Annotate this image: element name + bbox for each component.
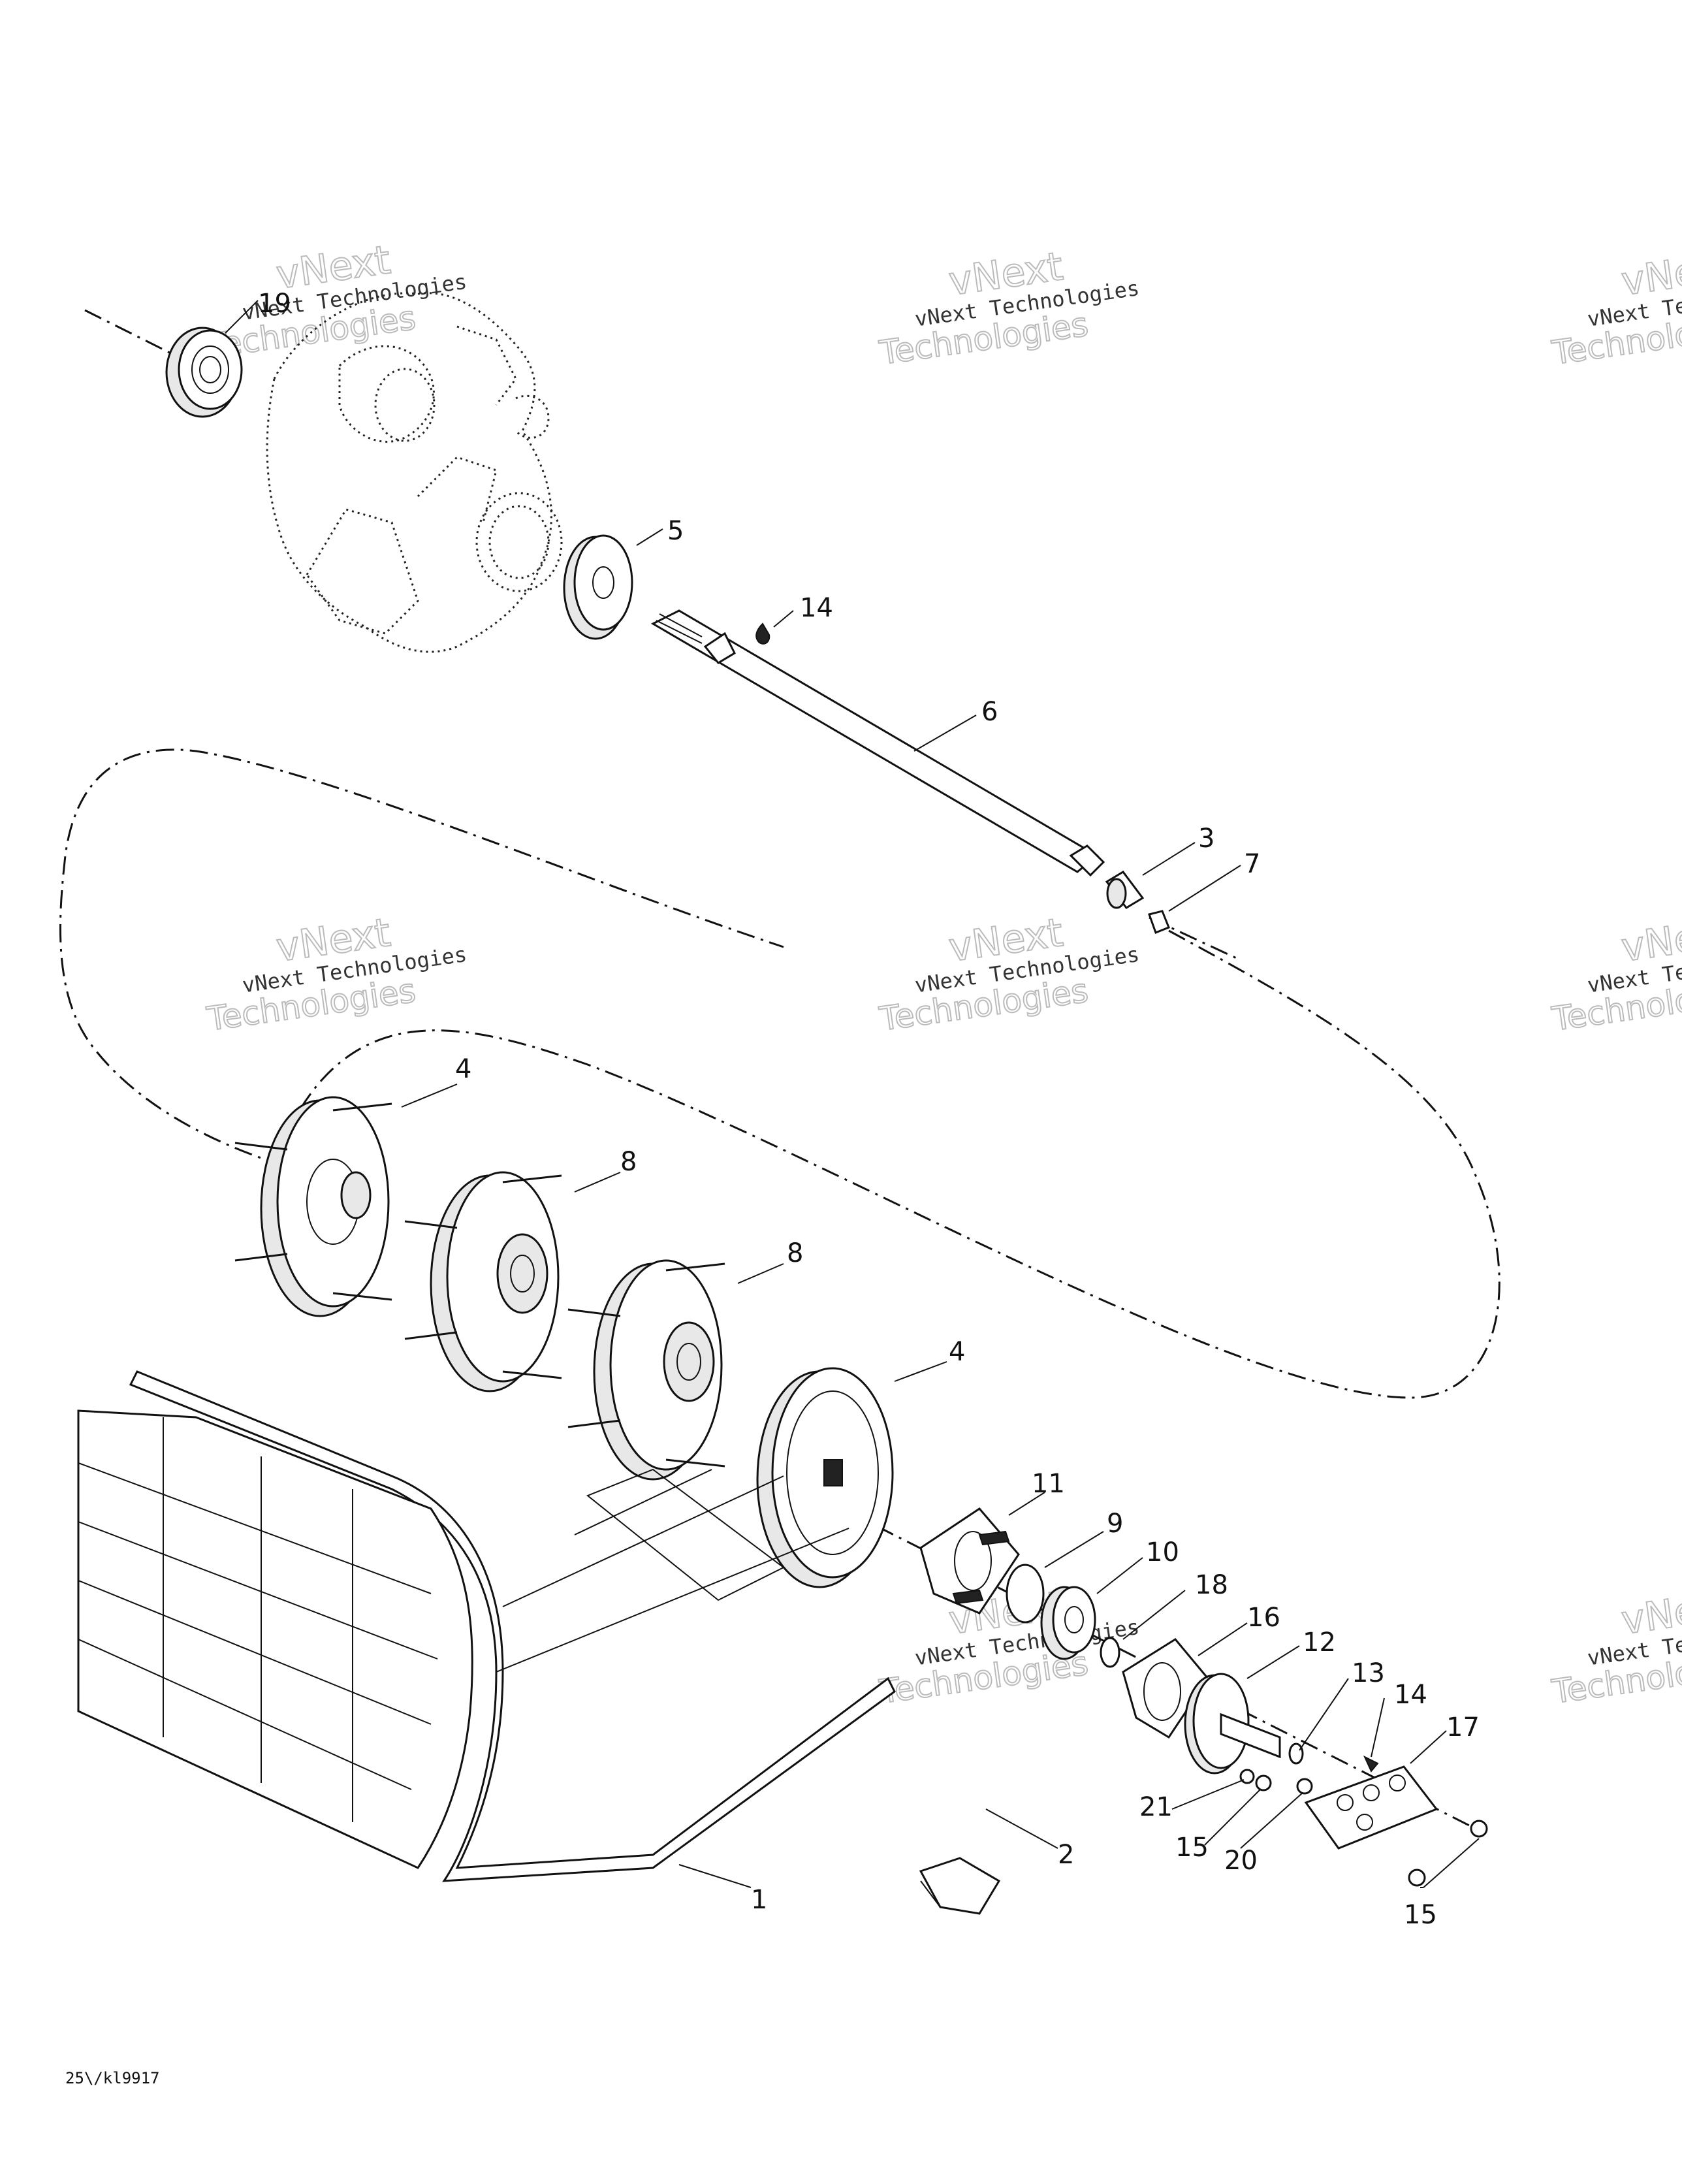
callout-18: 18 [1195, 1570, 1228, 1600]
callout-15: 15 [1404, 1900, 1437, 1930]
track-1 [77, 1370, 896, 1882]
callout-16: 16 [1247, 1603, 1280, 1633]
sprocket-8-first [404, 1171, 562, 1392]
leader-lines [225, 300, 1480, 1888]
watermark: vNext vNext Technologies Technologies [1549, 909, 1682, 1039]
callout-8: 8 [787, 1238, 803, 1268]
watermark: vNext vNext Technologies Technologies [1549, 1582, 1682, 1712]
drawing-id: 25\/kl9917 [65, 2069, 160, 2087]
nut-15-bottom [1408, 1869, 1426, 1887]
bearing-19 [165, 327, 243, 418]
callout-4: 4 [455, 1054, 471, 1084]
nut-13 [1288, 1742, 1304, 1765]
callout-2: 2 [1058, 1840, 1074, 1870]
nut-15-left [1255, 1774, 1272, 1791]
callout-19: 19 [258, 289, 291, 319]
plate-11 [919, 1507, 1020, 1614]
flange-12 [1184, 1673, 1281, 1774]
bracket-17 [1304, 1765, 1438, 1850]
spacer-9 [1006, 1564, 1045, 1624]
seal-18 [1100, 1637, 1120, 1668]
drive-axle-6 [650, 609, 1105, 877]
callout-20: 20 [1224, 1846, 1258, 1876]
lower-axis-line [816, 1494, 1476, 1830]
chaincase-housing [266, 292, 563, 653]
callout-6: 6 [981, 697, 998, 727]
callout-3: 3 [1198, 824, 1214, 854]
callout-4: 4 [949, 1337, 965, 1367]
washer-21 [1239, 1769, 1255, 1784]
belt-loop-line [59, 748, 1500, 1399]
sprocket-8-second [567, 1259, 725, 1481]
callout-12: 12 [1303, 1628, 1336, 1658]
sprocket-4-left [234, 1096, 392, 1317]
grease-drop-14 [755, 622, 770, 645]
callout-15: 15 [1175, 1833, 1209, 1863]
callout-7: 7 [1244, 849, 1260, 879]
clip-14 [1363, 1755, 1379, 1773]
callout-1: 1 [751, 1885, 767, 1915]
watermark: vNext vNext Technologies Technologies [204, 909, 468, 1039]
nut-15-right [1470, 1820, 1488, 1838]
slider-2 [919, 1857, 1001, 1915]
callout-10: 10 [1146, 1537, 1179, 1567]
callout-11: 11 [1032, 1469, 1065, 1499]
callout-21: 21 [1139, 1792, 1173, 1822]
watermark: vNext vNext Technologies Technologies [1549, 243, 1682, 373]
bearing-10 [1040, 1586, 1096, 1660]
callout-13: 13 [1352, 1658, 1385, 1688]
callout-14: 14 [1394, 1680, 1427, 1710]
watermark: vNext vNext Technologies Technologies [204, 236, 468, 366]
washer-5 [563, 534, 633, 640]
callout-17: 17 [1446, 1712, 1480, 1742]
callout-5: 5 [667, 516, 684, 546]
callout-labels: 19 5 14 6 3 7 4 8 8 4 11 9 10 18 16 12 1… [258, 289, 1480, 1930]
callout-8: 8 [620, 1147, 637, 1177]
watermark: vNext vNext Technologies Technologies [876, 243, 1141, 373]
upper-axis-line [84, 309, 177, 357]
watermark: vNext vNext Technologies Technologies [876, 909, 1141, 1039]
wheel-4-right [756, 1367, 894, 1588]
bushing-3 [1105, 871, 1145, 909]
callout-9: 9 [1107, 1509, 1123, 1539]
washer-20 [1296, 1778, 1313, 1795]
clip-7 [1148, 910, 1170, 934]
callout-14: 14 [800, 593, 833, 623]
